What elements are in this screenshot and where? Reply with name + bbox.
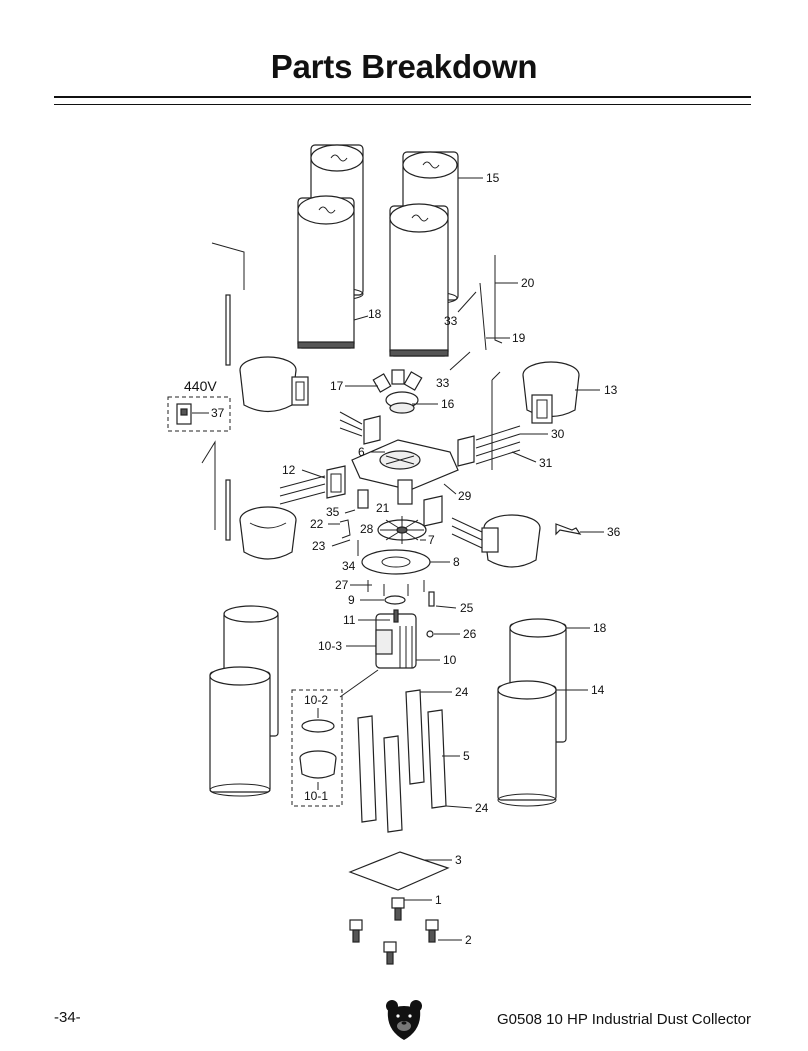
callout-25: 25 (460, 601, 474, 615)
electrical-box-group (167, 396, 231, 432)
callout-5: 5 (463, 749, 470, 763)
callout-10-3: 10-3 (318, 639, 342, 653)
callout-18-lower: 18 (593, 621, 607, 635)
callout-34: 34 (342, 559, 356, 573)
flange-left (279, 465, 346, 505)
callout-36: 36 (607, 525, 621, 539)
hanger-rod-left (211, 242, 245, 366)
callout-11: 11 (343, 613, 356, 627)
motor (375, 609, 417, 669)
hanger-rod-right (479, 255, 503, 351)
callout-13: 13 (604, 383, 618, 397)
callout-31: 31 (539, 456, 553, 470)
page-number: -34- (54, 1009, 81, 1026)
inlet-hood-lower-left (239, 506, 297, 560)
drum-left-front (209, 666, 271, 797)
callout-33-lower: 33 (436, 376, 450, 390)
callout-27: 27 (335, 578, 349, 592)
legs (357, 689, 447, 833)
callout-33-upper: 33 (444, 314, 458, 328)
fan-cover (301, 719, 335, 733)
caster-right (425, 919, 439, 943)
callout-21: 21 (376, 501, 390, 515)
callout-2: 2 (465, 933, 472, 947)
inlet-hood-right (522, 361, 580, 424)
motor-mount-plate (361, 549, 431, 596)
filter-bag-front-left (297, 195, 355, 349)
callout-24-upper: 24 (455, 685, 469, 699)
title-rule-thick (54, 96, 751, 98)
flange-right (457, 425, 521, 467)
inlet-hood-left (239, 356, 309, 413)
callout-8: 8 (453, 555, 460, 569)
callout-12: 12 (282, 463, 296, 477)
callout-35: 35 (326, 505, 340, 519)
callout-37: 37 (211, 406, 225, 420)
bracket-22 (339, 519, 351, 539)
callout-3: 3 (455, 853, 462, 867)
motor-key-washer (384, 595, 406, 605)
bolt-25 (428, 591, 435, 607)
callout-29: 29 (458, 489, 472, 503)
filter-bag-front-right (389, 203, 449, 357)
flange-upper-left (339, 411, 381, 445)
callout-10-1: 10-1 (304, 789, 328, 803)
caster-bottom (383, 941, 397, 965)
callout-20: 20 (521, 276, 535, 290)
callout-15: 15 (486, 171, 500, 185)
callout-7: 7 (428, 533, 435, 547)
callout-24-lower: 24 (475, 801, 489, 815)
caster-top (391, 897, 405, 921)
callout-18-top: 18 (368, 307, 382, 321)
callout-10: 10 (443, 653, 457, 667)
callout-9: 9 (348, 593, 355, 607)
callout-10-2: 10-2 (304, 693, 328, 707)
hanger-rod-lower-right (491, 371, 501, 470)
voltage-label: 440V (184, 378, 217, 394)
callout-22: 22 (310, 517, 324, 531)
bear-head-logo-icon (386, 1000, 422, 1040)
callout-28: 28 (360, 522, 374, 536)
title-rule-thin (54, 104, 751, 105)
callout-19: 19 (512, 331, 526, 345)
inlet-hood-lower-right (451, 514, 541, 568)
inlet-manifold (372, 369, 423, 414)
callout-26: 26 (463, 627, 477, 641)
fan-parts-group (291, 689, 343, 807)
callout-23: 23 (312, 539, 326, 553)
flange-lower-right (423, 495, 443, 527)
wrench-tool (555, 523, 582, 536)
callout-6: 6 (358, 445, 365, 459)
page-title: Parts Breakdown (270, 48, 538, 85)
nut-26 (426, 630, 434, 638)
drum-right-front (497, 680, 557, 807)
callout-16: 16 (441, 397, 455, 411)
side-flange-center (397, 479, 413, 505)
callout-1: 1 (435, 893, 442, 907)
callout-30: 30 (551, 427, 565, 441)
impeller (377, 516, 427, 544)
base-plate (348, 851, 450, 891)
callout-14: 14 (591, 683, 605, 697)
footer-title: G0508 10 HP Industrial Dust Collector (496, 1011, 751, 1028)
capacitor (357, 489, 369, 509)
callout-17: 17 (330, 379, 344, 393)
caster-left (349, 919, 363, 943)
hanger-rod-lower-left (201, 440, 231, 541)
